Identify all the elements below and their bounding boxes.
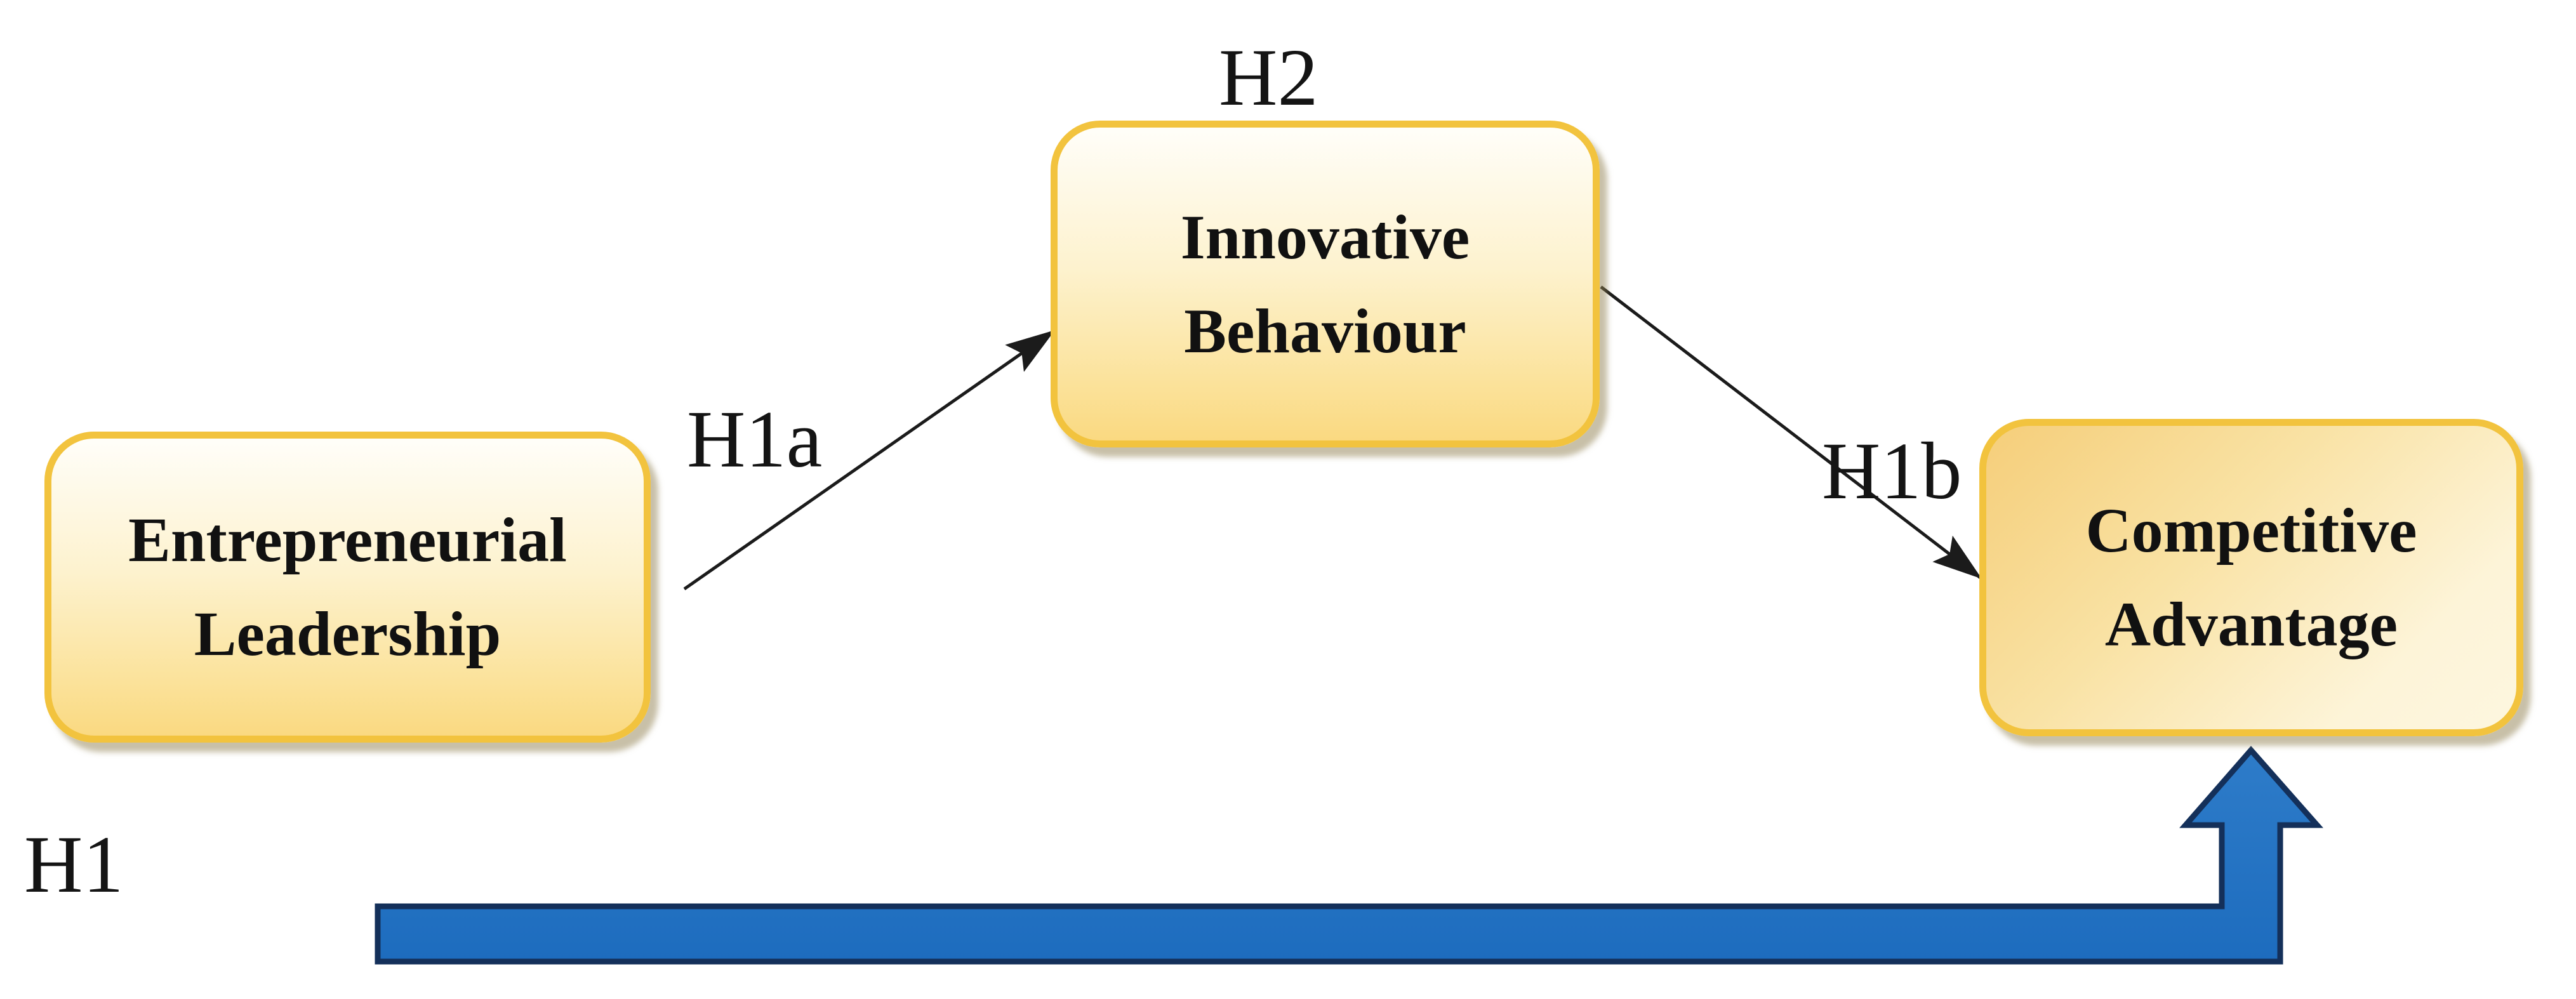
h1a-arrow — [683, 328, 1056, 591]
label-h2: H2 — [1219, 32, 1318, 122]
h1-blue-elbow-arrow — [375, 746, 2323, 965]
label-h1b: H1b — [1822, 426, 1962, 516]
node-innovative-behaviour: Innovative Behaviour — [1051, 121, 1600, 447]
node-label: Entrepreneurial Leadership — [128, 505, 567, 669]
label-h1: H1 — [24, 819, 124, 910]
h1b-arrow — [1600, 286, 1983, 580]
node-competitive-advantage: Competitive Advantage — [1979, 419, 2523, 736]
node-entrepreneurial-leadership: Entrepreneurial Leadership — [44, 432, 651, 743]
label-h1a: H1a — [687, 394, 823, 484]
node-label: Innovative Behaviour — [1180, 201, 1470, 366]
node-label: Competitive Advantage — [2085, 495, 2417, 659]
